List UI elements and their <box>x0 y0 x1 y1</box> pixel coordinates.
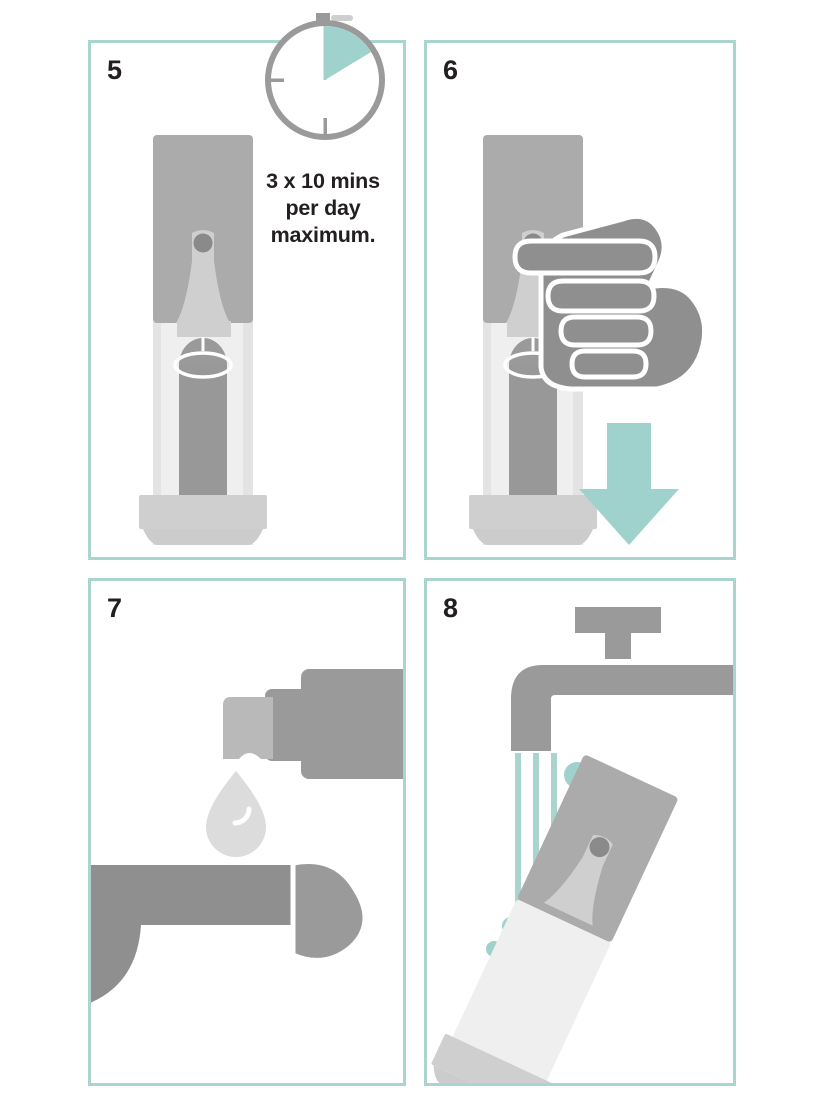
faucet-spout <box>511 665 733 751</box>
device-base-collar <box>469 495 597 529</box>
panel-5-number: 5 <box>107 55 123 85</box>
panel-5-clip <box>91 43 403 557</box>
device-inner-funnel <box>543 835 613 926</box>
device-base-lip <box>433 1065 537 1083</box>
stopwatch-crown-button <box>316 13 330 23</box>
hand-little-finger <box>569 348 649 380</box>
faucet-handle-top <box>575 607 661 633</box>
release-valve-button[interactable] <box>193 233 213 253</box>
bottle-nozzle-mouth <box>239 753 261 759</box>
device-inner-funnel <box>176 230 230 323</box>
device-funnel-base <box>177 321 231 337</box>
bottle-neck <box>265 689 327 761</box>
water-stream-1 <box>515 753 521 947</box>
caption-step-5: 3 x 10 mins per day maximum. <box>243 168 403 249</box>
panel-step-8: 8 <box>424 578 736 1086</box>
bottle-nozzle <box>223 697 273 759</box>
device-base-lip <box>143 529 263 545</box>
panel-5-artwork <box>139 135 267 545</box>
device-cylinder-shadow-right <box>573 313 583 545</box>
anatomy-illustration <box>91 859 368 1003</box>
device-cylinder-shadow-left <box>153 313 161 545</box>
hand-middle-finger <box>545 278 657 314</box>
panel-7-artwork <box>91 669 403 1003</box>
droplet-highlight <box>232 806 252 826</box>
device-base-lip <box>473 529 593 545</box>
device-cylinder-shadow-right <box>243 313 253 545</box>
stopwatch-crown-stem <box>331 15 353 21</box>
panel-8-artwork <box>431 607 733 1083</box>
panel-7-clip <box>91 581 403 1083</box>
release-valve-button[interactable] <box>586 834 613 861</box>
device-tip-ring <box>173 351 233 379</box>
droplet-icon <box>206 771 266 857</box>
device-base-collar <box>431 1034 554 1083</box>
caption-line-3: maximum. <box>270 223 376 248</box>
hand-ring-finger <box>558 314 654 348</box>
panel-6-number: 6 <box>443 55 459 85</box>
device-tip-slit <box>201 337 205 351</box>
panel-7-number: 7 <box>107 593 123 623</box>
panel-8-clip <box>427 581 733 1083</box>
pump-device-illustration <box>139 135 267 545</box>
device-upper-sleeve <box>153 135 253 323</box>
faucet-icon <box>511 607 733 751</box>
caption-line-1: 3 x 10 mins <box>266 169 380 193</box>
anatomy-head <box>290 859 368 963</box>
panel-step-6: 6 <box>424 40 736 560</box>
device-tip-slit <box>531 337 535 351</box>
water-stream-icon <box>515 753 557 947</box>
panel-step-5: 5 <box>88 40 406 560</box>
hand-pressing-button-icon <box>512 213 708 392</box>
caption-line-2: per day <box>285 196 361 221</box>
lubricant-bottle-icon <box>223 669 403 779</box>
panel-8-number: 8 <box>443 593 459 623</box>
pump-device-illustration <box>431 755 678 1083</box>
faucet-handle-stem <box>605 633 631 659</box>
anatomy-shaft <box>91 865 293 1003</box>
hand-index-finger <box>512 238 658 276</box>
panel-6-clip <box>427 43 733 557</box>
panel-6-artwork <box>469 135 708 545</box>
water-stream-3 <box>551 753 557 871</box>
panel-step-7: 7 <box>88 578 406 1086</box>
droplet-body <box>206 771 266 857</box>
device-base-collar <box>139 495 267 529</box>
device-cylinder-shadow-left <box>483 313 491 545</box>
water-stream-2 <box>533 753 539 909</box>
